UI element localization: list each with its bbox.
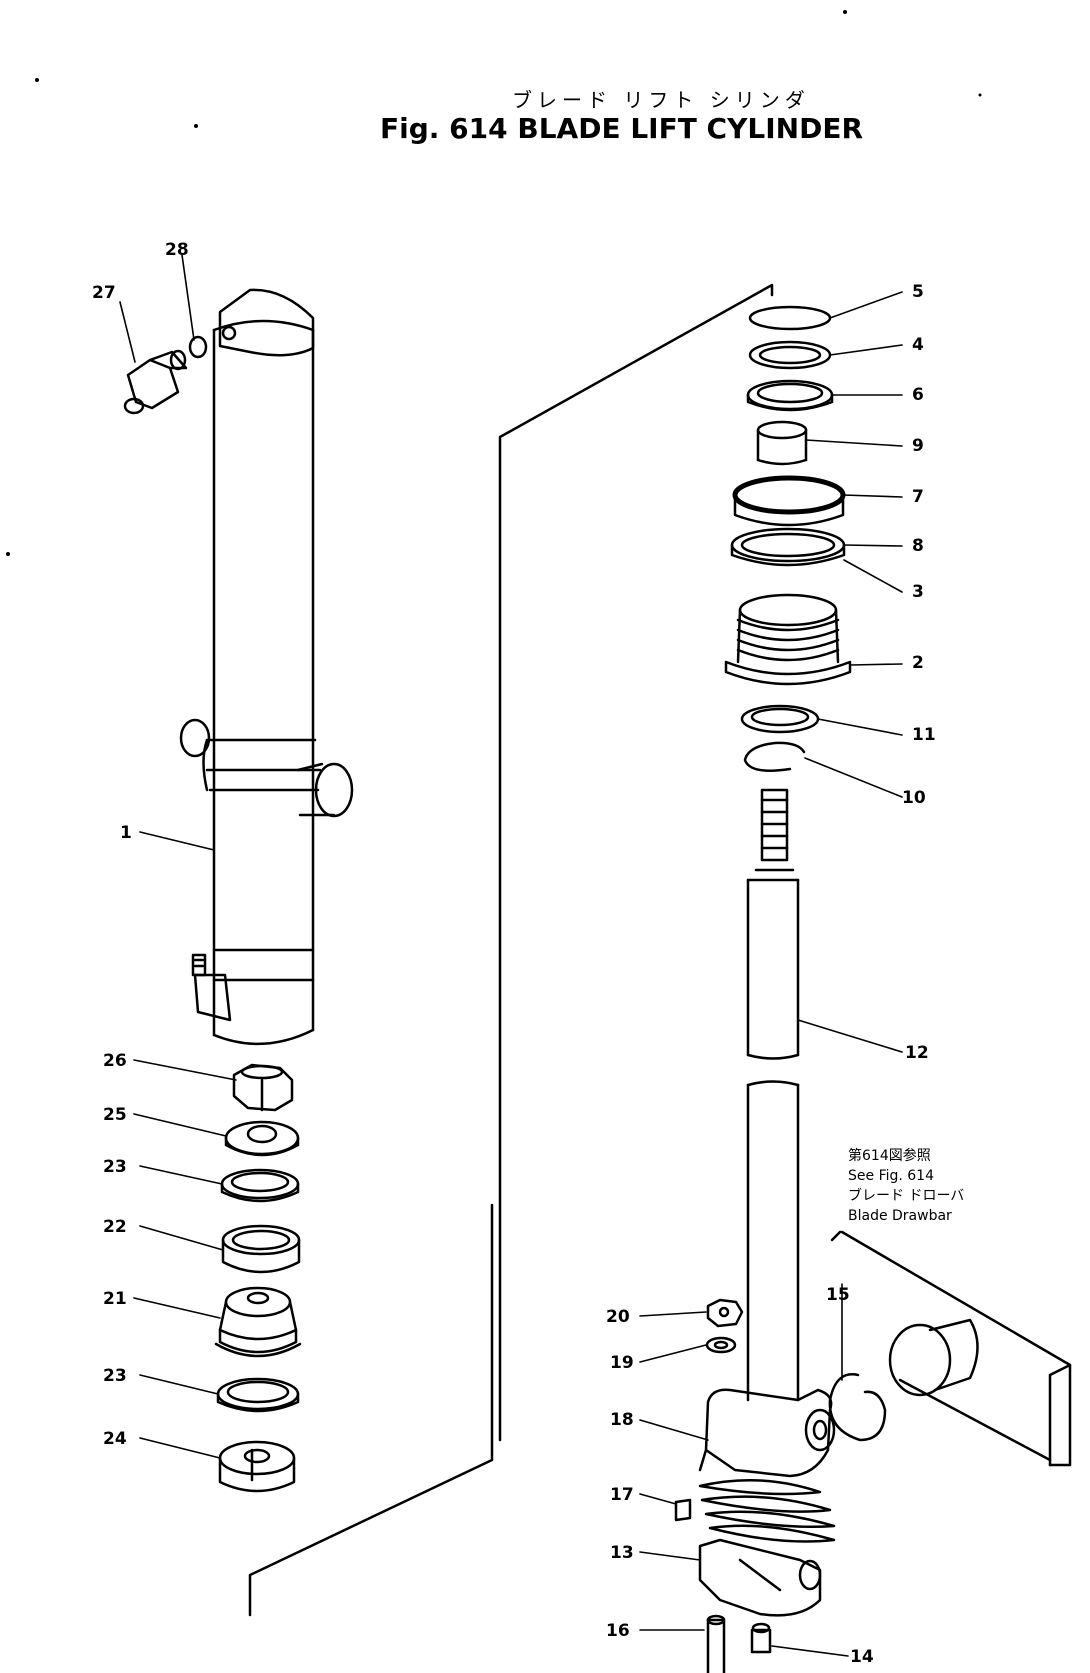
callout-10: 10 bbox=[902, 788, 926, 808]
callout-19: 19 bbox=[610, 1353, 634, 1373]
callout-17: 17 bbox=[610, 1485, 634, 1505]
callout-1: 1 bbox=[120, 823, 132, 843]
snap-ring-10 bbox=[743, 741, 806, 772]
callout-11: 11 bbox=[912, 725, 936, 745]
callout-numbers: 1 2 3 4 5 6 7 8 9 10 11 12 13 14 15 16 1… bbox=[92, 240, 936, 1667]
callout-8: 8 bbox=[912, 536, 924, 556]
snap-ring-5 bbox=[748, 305, 832, 331]
reference-note-line4: Blade Drawbar bbox=[848, 1208, 952, 1224]
bolt-16 bbox=[706, 1614, 726, 1673]
callout-24: 24 bbox=[103, 1429, 127, 1449]
snap-ring-15 bbox=[828, 1373, 887, 1442]
leader-lines bbox=[119, 254, 903, 1657]
ring-23-lower bbox=[216, 1377, 300, 1413]
callout-13: 13 bbox=[610, 1543, 634, 1563]
figure-title: Fig. 614 BLADE LIFT CYLINDER bbox=[380, 112, 863, 145]
figure-subtitle-jp: ブレード リフト シリンダ bbox=[512, 88, 810, 112]
callout-22: 22 bbox=[103, 1217, 127, 1237]
piston-21 bbox=[214, 1286, 302, 1358]
o-ring-28 bbox=[188, 335, 208, 359]
callout-3: 3 bbox=[912, 582, 924, 602]
spring-clip-17 bbox=[674, 1478, 836, 1543]
callout-26: 26 bbox=[103, 1051, 127, 1071]
elbow-fitting bbox=[123, 349, 188, 415]
ring-11 bbox=[740, 704, 820, 734]
callout-28: 28 bbox=[165, 240, 189, 260]
ring-23-upper bbox=[220, 1168, 300, 1203]
rod-end-bracket bbox=[698, 1388, 836, 1478]
callout-21: 21 bbox=[103, 1289, 127, 1309]
bushing-9 bbox=[756, 420, 808, 466]
cap-13 bbox=[698, 1538, 822, 1617]
scan-specks bbox=[6, 10, 982, 556]
callout-9: 9 bbox=[912, 436, 924, 456]
callout-27: 27 bbox=[92, 283, 116, 303]
washer-25 bbox=[224, 1120, 300, 1157]
blade-drawbar bbox=[830, 1230, 1072, 1467]
head-24 bbox=[218, 1440, 296, 1493]
seal-7 bbox=[732, 475, 846, 527]
nut-20 bbox=[706, 1298, 744, 1328]
callout-7: 7 bbox=[912, 487, 924, 507]
callout-18: 18 bbox=[610, 1410, 634, 1430]
washer-19 bbox=[705, 1336, 737, 1354]
ring-4 bbox=[748, 340, 832, 370]
reference-note: 第614図参照 See Fig. 614 ブレード ドローバ Blade Dra… bbox=[848, 1146, 964, 1226]
callout-25: 25 bbox=[103, 1105, 127, 1125]
callout-14: 14 bbox=[850, 1647, 874, 1667]
ring-6 bbox=[746, 379, 834, 412]
piston-rod bbox=[746, 788, 800, 1402]
callout-6: 6 bbox=[912, 385, 924, 405]
callout-2: 2 bbox=[912, 653, 924, 673]
callout-4: 4 bbox=[912, 335, 924, 355]
callout-5: 5 bbox=[912, 282, 924, 302]
callout-23-lower: 23 bbox=[103, 1366, 127, 1386]
grease-fitting-14 bbox=[750, 1622, 772, 1654]
callout-20: 20 bbox=[606, 1307, 630, 1327]
reference-note-line2: See Fig. 614 bbox=[848, 1168, 934, 1184]
cylinder-tube bbox=[179, 288, 354, 1046]
reference-note-line1: 第614図参照 bbox=[848, 1148, 931, 1164]
reference-note-line3: ブレード ドローバ bbox=[848, 1188, 965, 1204]
callout-12: 12 bbox=[905, 1043, 929, 1063]
ring-8 bbox=[730, 527, 846, 567]
callout-16: 16 bbox=[606, 1621, 630, 1641]
assembly-frame-lines bbox=[248, 283, 774, 1617]
callout-23-upper: 23 bbox=[103, 1157, 127, 1177]
cylinder-head-2 bbox=[724, 593, 852, 686]
bushing-22 bbox=[221, 1224, 301, 1274]
callout-15: 15 bbox=[826, 1285, 850, 1305]
nut-26 bbox=[232, 1063, 294, 1112]
